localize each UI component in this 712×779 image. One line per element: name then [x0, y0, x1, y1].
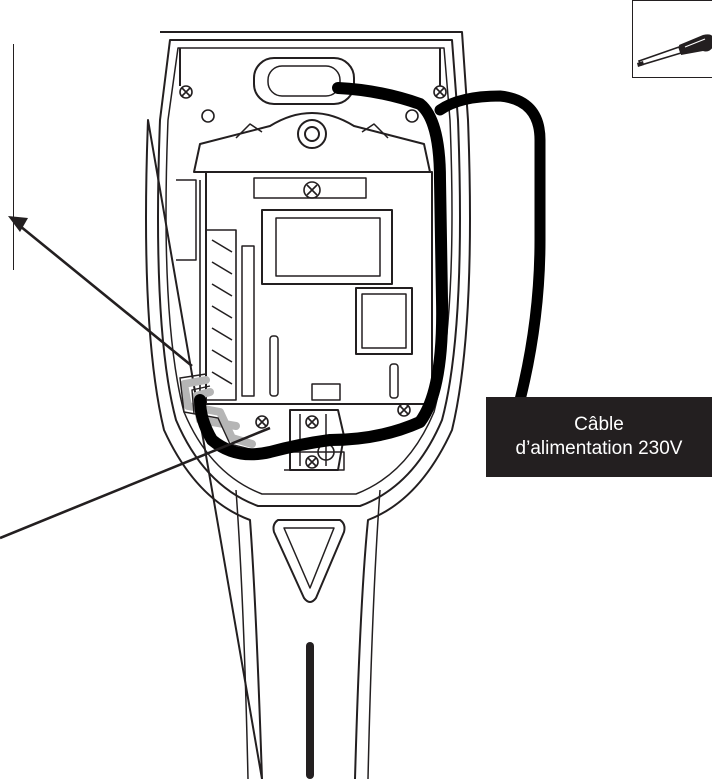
main-board	[205, 171, 433, 405]
pointer-arrows	[0, 216, 271, 540]
power-cable-callout: Câble d’alimentation 230V	[486, 397, 712, 477]
strain-relief	[289, 409, 345, 471]
callout-line-1: Câble	[574, 414, 624, 435]
screwdriver-icon	[637, 34, 712, 67]
cover-plate	[193, 112, 431, 173]
handle-button	[272, 519, 346, 603]
tool-box	[632, 0, 712, 78]
left-panel-edge	[0, 44, 14, 270]
power-cable	[194, 82, 449, 461]
terminal-block	[199, 180, 237, 401]
housing-outer	[145, 31, 471, 779]
callout-line-2: d’alimentation 230V	[515, 438, 683, 459]
housing-inner	[157, 39, 461, 507]
